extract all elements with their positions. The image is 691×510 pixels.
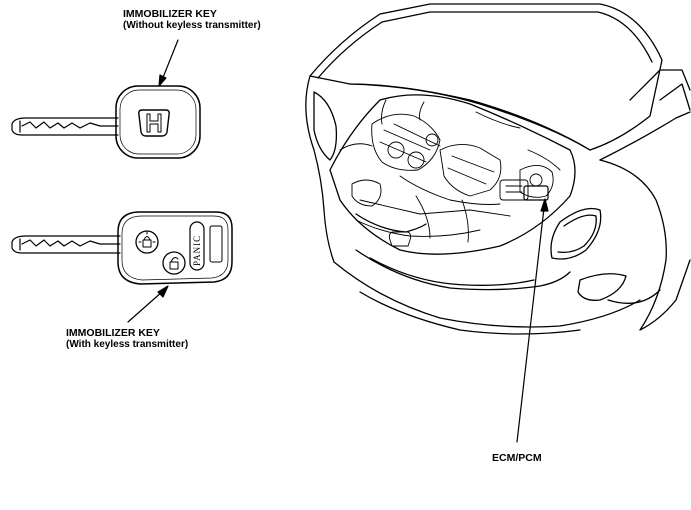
lower-grille bbox=[355, 249, 571, 291]
left-headlight bbox=[313, 91, 338, 161]
right-headlight bbox=[550, 207, 602, 260]
label-title: IMMOBILIZER KEY bbox=[123, 8, 217, 20]
bumper-lower-edge bbox=[359, 291, 581, 335]
key-head-inner-edge bbox=[121, 215, 229, 281]
key-blade bbox=[11, 117, 119, 136]
immobilizer-key-with-transmitter: PANIC bbox=[11, 211, 233, 285]
right-headlight-inner bbox=[557, 214, 597, 254]
front-bumper bbox=[333, 261, 641, 328]
left-fender bbox=[305, 75, 335, 263]
right-fender bbox=[599, 159, 667, 331]
label-subtitle: (Without keyless transmitter) bbox=[123, 20, 261, 31]
honda-logo-icon bbox=[138, 109, 170, 137]
panic-label: PANIC bbox=[192, 235, 202, 266]
panic-button-icon bbox=[189, 221, 205, 271]
immobilizer-key-without-transmitter bbox=[11, 85, 201, 159]
emblem-slot bbox=[209, 225, 223, 263]
honda-emblem-car bbox=[388, 231, 412, 247]
ecm-pcm-unit bbox=[523, 185, 549, 201]
leader-arrow-key-without bbox=[158, 39, 179, 87]
lock-button-icon bbox=[135, 230, 159, 254]
lock-glyph bbox=[142, 239, 152, 248]
key-blade bbox=[11, 235, 121, 254]
lower-grille-inner bbox=[369, 257, 535, 286]
leader-arrow-ecm bbox=[516, 198, 549, 443]
label-subtitle: (With keyless transmitter) bbox=[66, 339, 189, 350]
label-key-with-transmitter: IMMOBILIZER KEY (With keyless transmitte… bbox=[66, 327, 188, 351]
key-head bbox=[117, 211, 233, 285]
label-title: IMMOBILIZER KEY bbox=[66, 327, 160, 339]
lock-shackle bbox=[143, 236, 151, 241]
vehicle-front-illustration bbox=[305, 3, 691, 335]
windshield bbox=[629, 69, 691, 111]
label-ecm-pcm: ECM/PCM bbox=[492, 452, 542, 464]
a-pillar bbox=[599, 111, 691, 161]
engine-bay-outline bbox=[329, 94, 576, 255]
leader-arrow-key-with bbox=[127, 285, 169, 323]
label-key-without-transmitter: IMMOBILIZER KEY (Without keyless transmi… bbox=[123, 8, 261, 32]
lock-rays bbox=[138, 231, 156, 243]
right-body-side bbox=[639, 259, 691, 331]
unlock-glyph bbox=[169, 261, 179, 270]
key-head bbox=[115, 85, 201, 159]
hood bbox=[309, 3, 663, 151]
unlock-shackle bbox=[170, 257, 179, 263]
key-blade-cut bbox=[21, 121, 119, 129]
key-head-inner-edge bbox=[119, 89, 197, 155]
engine-details bbox=[339, 99, 561, 243]
unlock-button-icon bbox=[162, 251, 186, 275]
hood-front-edge bbox=[349, 83, 591, 151]
right-fender-lower bbox=[607, 289, 661, 304]
fog-area bbox=[577, 273, 627, 301]
hood-edge bbox=[317, 11, 653, 79]
key-blade-cut bbox=[21, 239, 121, 247]
